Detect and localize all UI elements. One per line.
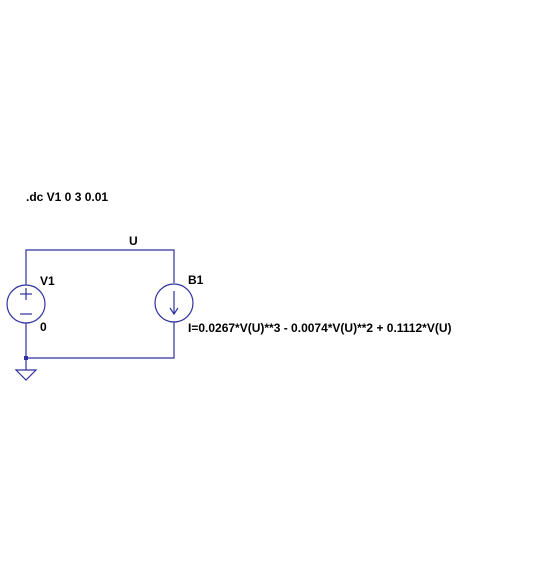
voltage-source-circle xyxy=(6,284,46,324)
component-name-v1[interactable]: V1 xyxy=(40,274,55,288)
voltage-source-v1[interactable] xyxy=(6,284,46,324)
net-label-ground[interactable]: 0 xyxy=(40,320,47,334)
component-name-b1[interactable]: B1 xyxy=(188,273,204,287)
current-source-circle xyxy=(154,283,194,323)
net-label-u[interactable]: U xyxy=(129,234,138,248)
wire-bottom-net[interactable] xyxy=(25,322,175,359)
current-source-b1[interactable] xyxy=(154,283,194,323)
wire-top-net[interactable] xyxy=(25,249,175,285)
dc-directive[interactable]: .dc V1 0 3 0.01 xyxy=(26,190,108,204)
junction-dot xyxy=(24,356,28,360)
b1-expression[interactable]: I=0.0267*V(U)**3 - 0.0074*V(U)**2 + 0.11… xyxy=(188,321,452,335)
arrow-head xyxy=(169,307,179,316)
wires xyxy=(25,249,175,370)
ground-symbol[interactable] xyxy=(14,369,38,381)
